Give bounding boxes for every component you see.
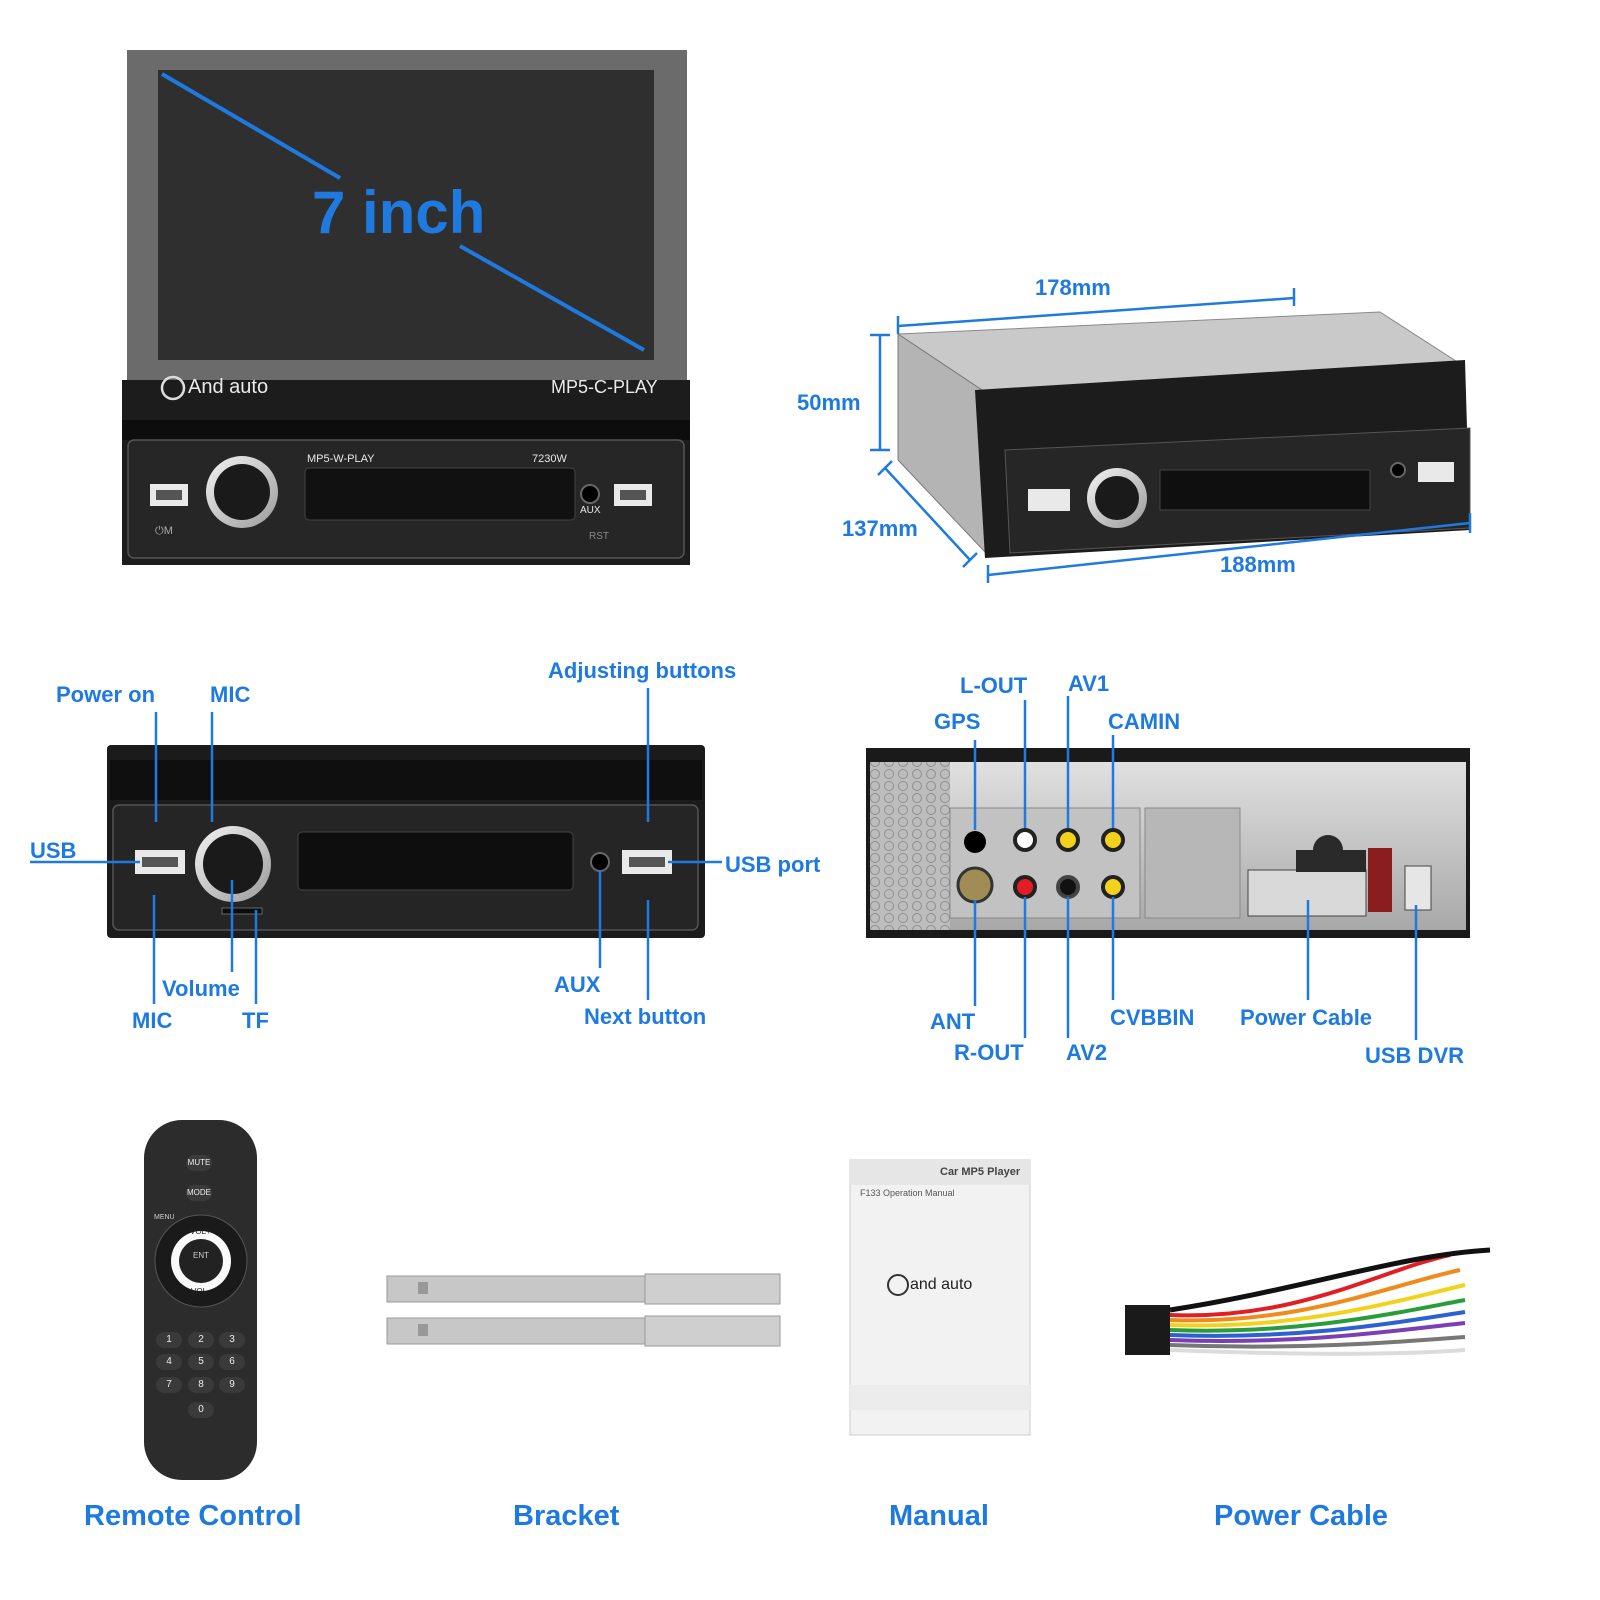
label-l-out: L-OUT [960,673,1028,698]
label-power-cable: Power Cable [1240,1005,1373,1030]
power-mode-key: ⏻M [155,525,173,537]
remote-menu-label: MENU [154,1214,175,1221]
remote-vol-down-label: VOL- [191,1287,210,1296]
bracket-image [386,1273,781,1347]
rst-label: RST [589,531,609,542]
rear-panel-diagram [866,696,1470,1040]
manual-image [849,1159,1031,1436]
label-next-button: Next button [584,1004,707,1029]
label-ant: ANT [930,1009,976,1034]
manual-title: Car MP5 Player [940,1166,1021,1178]
dimension-height: 50mm [797,390,861,415]
remote-key-5: 5 [188,1354,214,1370]
label-usb: USB [30,838,77,863]
dimension-width-bottom: 188mm [1220,552,1296,577]
label-usb-port: USB port [725,852,821,877]
label-adjusting-buttons: Adjusting buttons [548,658,737,683]
brand-logo-text: And auto [188,376,269,398]
label-r-out: R-OUT [954,1040,1024,1065]
dimension-width-top: 178mm [1035,275,1111,300]
dimension-depth: 137mm [842,516,918,541]
remote-key-3: 3 [219,1332,245,1348]
label-mic-top: MIC [210,682,251,707]
front-panel-diagram [30,688,722,1004]
remote-mute-button: MUTE [186,1155,212,1171]
remote-key-2: 2 [188,1332,214,1348]
manual-subtitle: F133 Operation Manual [860,1188,955,1198]
remote-key-6: 6 [219,1354,245,1370]
manual-brand: and auto [910,1276,973,1293]
label-aux: AUX [554,972,601,997]
caption-power-cable: Power Cable [1214,1500,1389,1532]
label-power-on: Power on [56,682,156,707]
remote-control-image [144,1120,257,1480]
remote-key-4: 4 [156,1354,182,1370]
screen-size-label: 7 inch [312,179,486,246]
caption-bracket: Bracket [513,1500,620,1532]
label-av2: AV2 [1066,1040,1108,1065]
label-volume: Volume [162,976,240,1001]
remote-key-1: 1 [156,1332,182,1348]
caption-manual: Manual [889,1500,989,1532]
unit-dimensions-image [870,288,1472,583]
front-unit-image [122,50,690,565]
model-label-panel: MP5-W-PLAY [307,453,375,465]
remote-key-8: 8 [188,1377,214,1393]
label-cvbbin: CVBBIN [1110,1005,1195,1030]
label-tf: TF [242,1008,269,1033]
label-av1: AV1 [1068,671,1110,696]
power-cable-image [1125,1247,1491,1356]
power-rating: 7230W [532,453,567,465]
label-mic-bottom: MIC [132,1008,173,1033]
remote-key-0: 0 [188,1402,214,1418]
label-usb-dvr: USB DVR [1365,1043,1465,1068]
remote-key-7: 7 [156,1377,182,1393]
label-gps: GPS [934,709,981,734]
remote-vol-up-label: VOL+ [190,1227,211,1236]
label-camin: CAMIN [1108,709,1181,734]
remote-mode-button: MODE [186,1185,212,1201]
aux-port-label: AUX [580,505,601,516]
remote-ent-label: ENT [193,1251,209,1260]
model-label-top: MP5-C-PLAY [551,377,658,397]
remote-key-9: 9 [219,1377,245,1393]
caption-remote-control: Remote Control [84,1500,302,1532]
